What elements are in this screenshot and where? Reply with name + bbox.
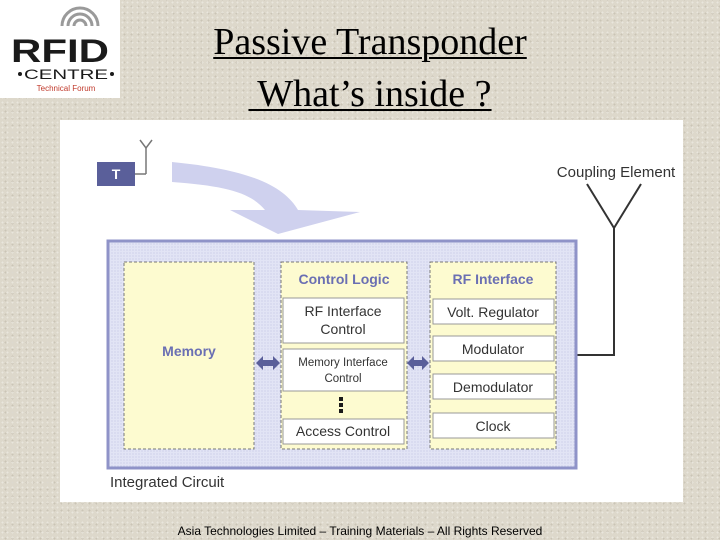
- ellipsis-dot-icon: [339, 409, 343, 413]
- clock-label: Clock: [475, 418, 511, 434]
- rf-interface-control-line1: RF Interface: [304, 303, 381, 319]
- memory-interface-control-box: [282, 348, 405, 392]
- rfid-centre-logo: RFID CENTRE Technical Forum: [0, 0, 120, 98]
- memory-label: Memory: [162, 343, 216, 359]
- access-control-box: [282, 418, 405, 445]
- modulator-label: Modulator: [462, 341, 525, 357]
- curved-arrow-icon: [172, 162, 360, 234]
- signal-wave-icon: [72, 18, 88, 27]
- control-rf-connector-icon: [407, 356, 429, 370]
- slide-title: Passive Transponder What’s inside ?: [150, 16, 590, 120]
- access-control-label: Access Control: [296, 423, 390, 439]
- memory-interface-control-line1: Memory Interface: [298, 357, 387, 369]
- coupling-element-label: Coupling Element: [557, 164, 676, 181]
- ellipsis-dot-icon: [339, 403, 343, 407]
- rf-interface-title: RF Interface: [453, 271, 534, 287]
- rf-interface-control-line2: Control: [320, 321, 365, 337]
- memory-control-connector-icon: [256, 356, 280, 370]
- coupling-antenna-icon: [586, 183, 642, 230]
- ellipsis-dot-icon: [339, 397, 343, 401]
- signal-wave-icon: [66, 12, 94, 27]
- title-line-2: What’s inside ?: [248, 73, 492, 115]
- memory-block: [123, 261, 255, 450]
- logo-text-sub: Technical Forum: [37, 84, 96, 93]
- tag-label: T: [112, 166, 121, 182]
- logo-dot-icon: [18, 72, 22, 76]
- tag-antenna-icon: [139, 139, 153, 150]
- rf-interface-control-box: [282, 297, 405, 344]
- logo-dot-icon: [110, 72, 114, 76]
- demodulator-box: [432, 373, 555, 400]
- control-logic-title: Control Logic: [299, 271, 390, 287]
- demodulator-label: Demodulator: [453, 379, 533, 395]
- title-line-1: Passive Transponder: [213, 21, 527, 63]
- integrated-circuit-label: Integrated Circuit: [110, 474, 225, 491]
- signal-wave-icon: [60, 6, 100, 27]
- clock-box: [432, 412, 555, 439]
- modulator-box: [432, 335, 555, 362]
- volt-regulator-label: Volt. Regulator: [447, 304, 539, 320]
- logo-graphic: RFID CENTRE Technical Forum: [11, 6, 114, 93]
- logo-text-centre: CENTRE: [24, 66, 108, 82]
- memory-interface-control-line2: Control: [324, 373, 361, 385]
- footer-copyright: Asia Technologies Limited – Training Mat…: [177, 524, 543, 538]
- tag-label-box: [97, 162, 135, 186]
- volt-regulator-box: [432, 298, 555, 325]
- logo-text-main: RFID: [11, 33, 109, 69]
- transponder-diagram: T Coupling Element Integrated Circuit Me…: [60, 120, 683, 502]
- diagram-canvas: T Coupling Element Integrated Circuit Me…: [97, 139, 676, 491]
